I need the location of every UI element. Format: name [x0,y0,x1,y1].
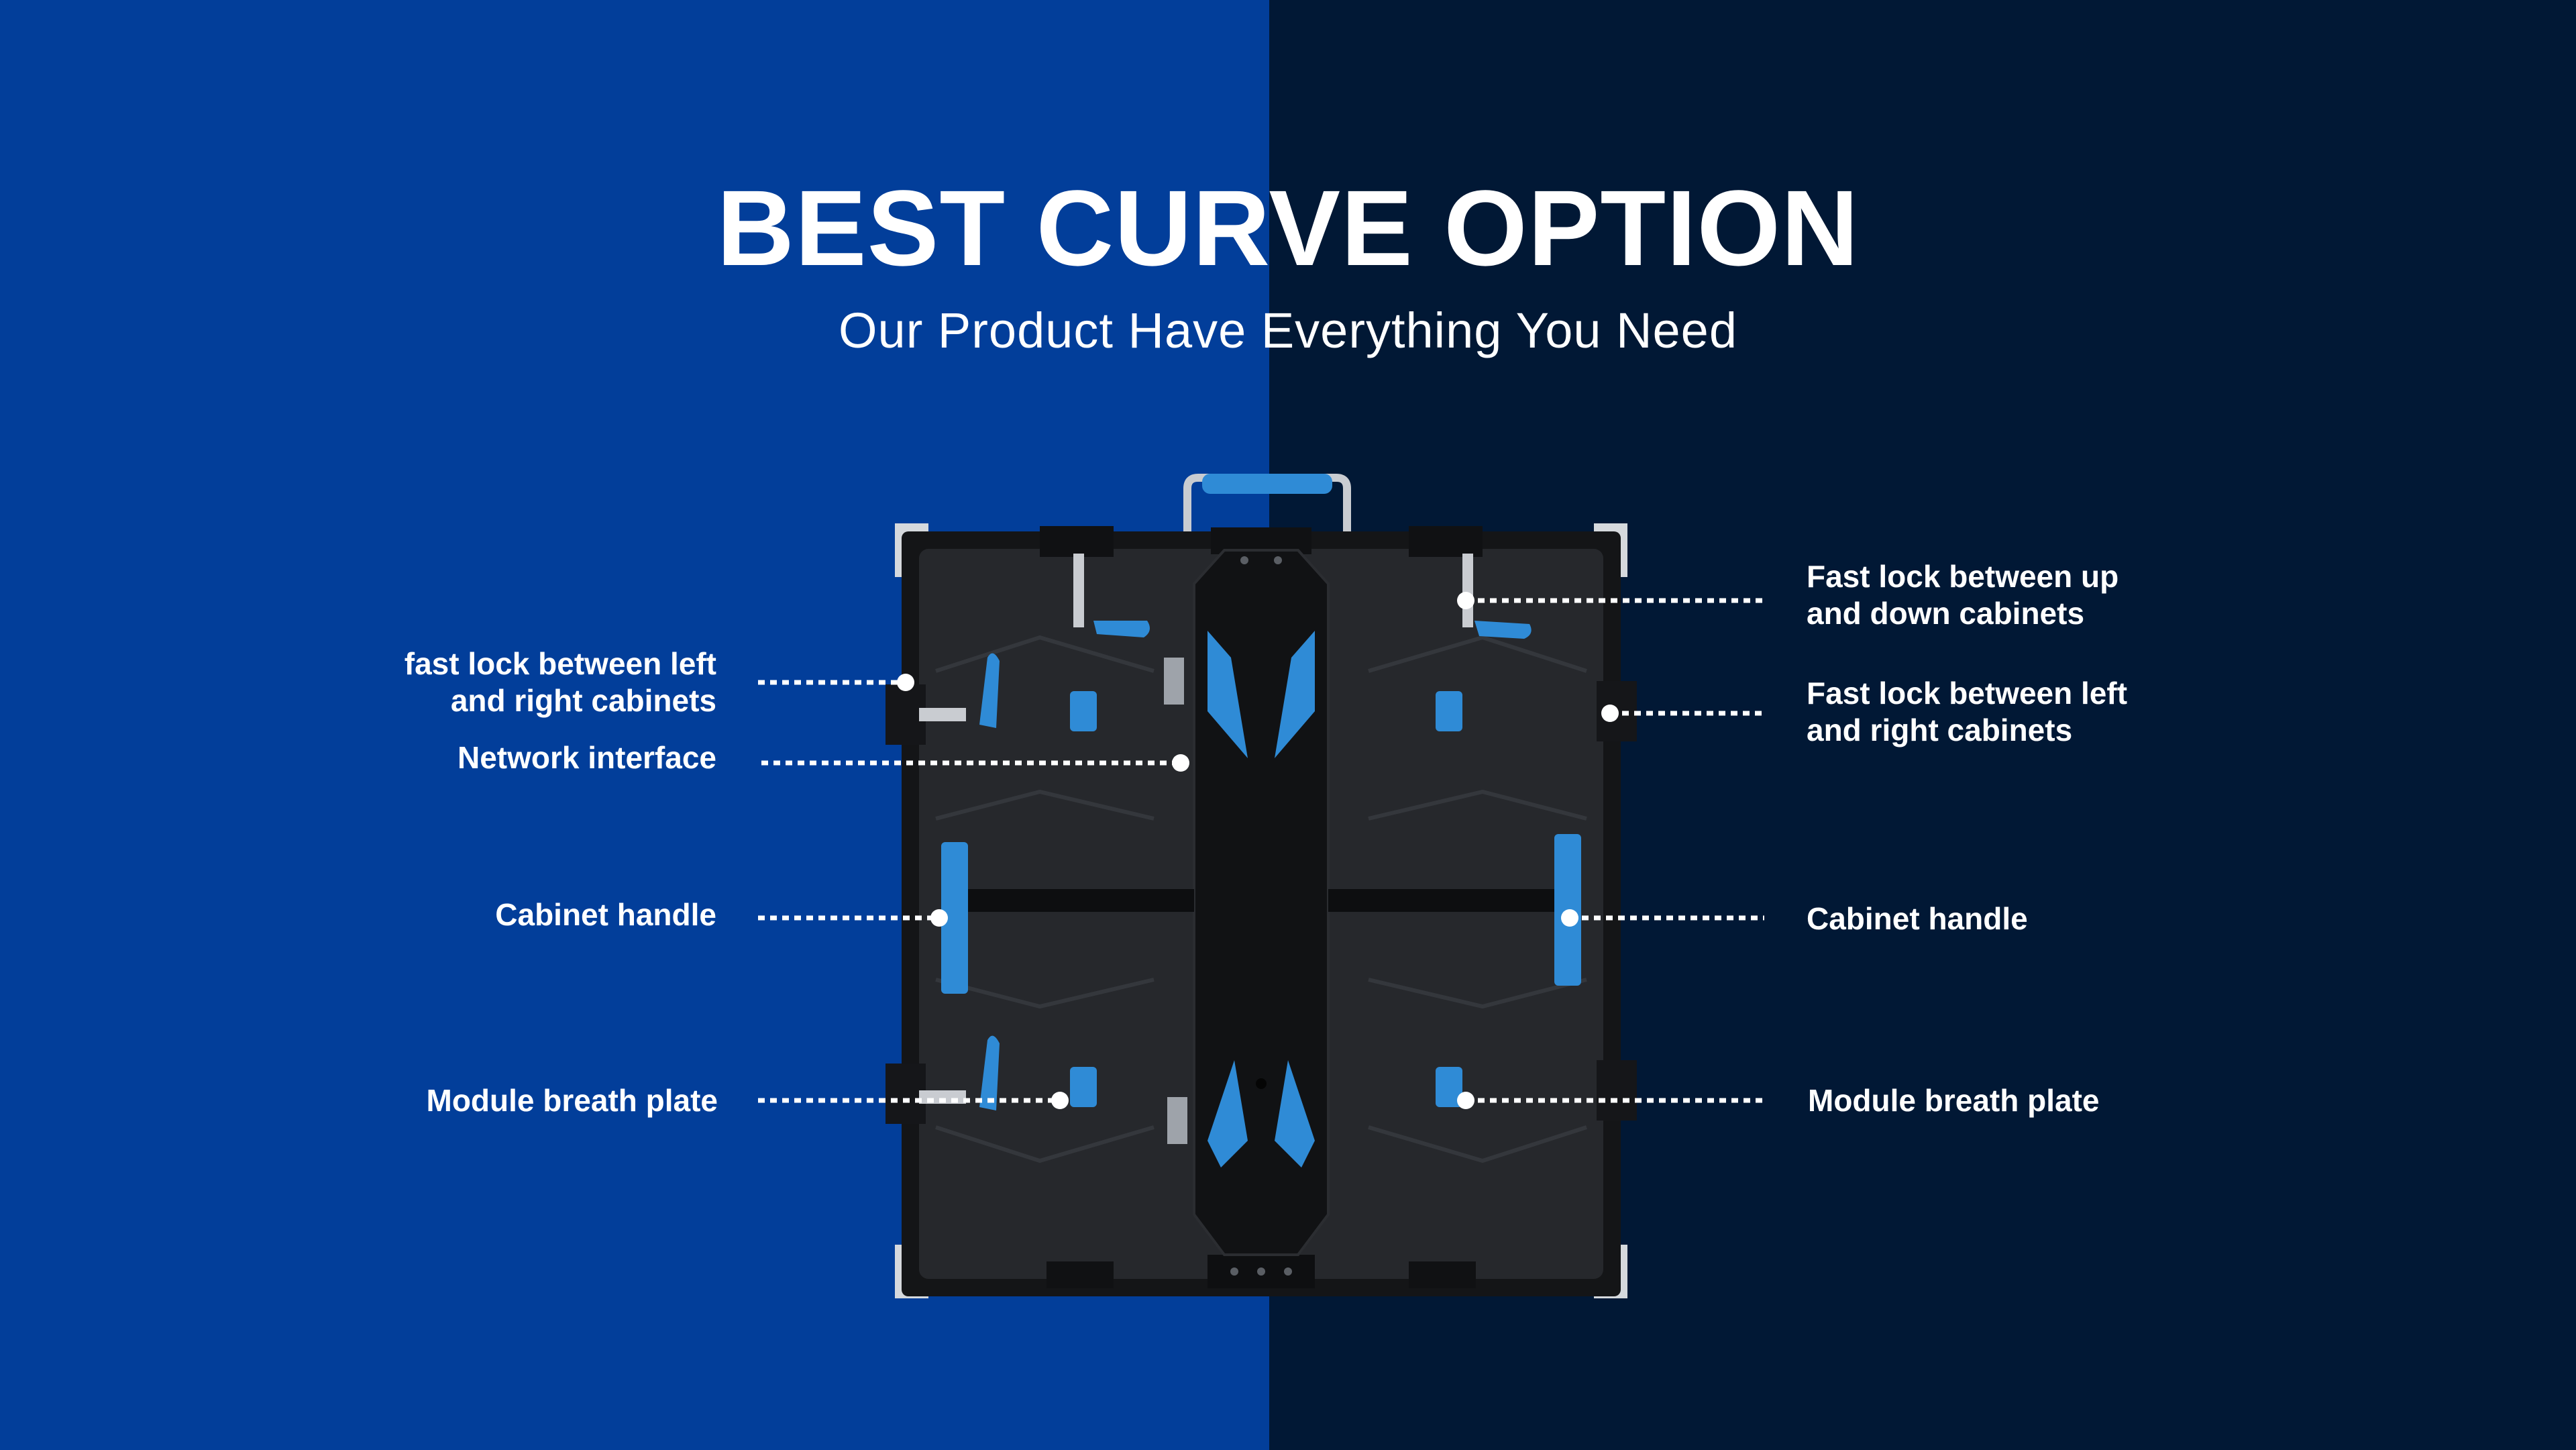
lever-top-left [1093,621,1150,637]
callout-label-right-handle: Cabinet handle [1807,901,2028,936]
cabinet-handle-left [941,842,968,994]
bottom-clamp-right [1409,1261,1476,1288]
page-subtitle: Our Product Have Everything You Need [839,303,1737,358]
page-title: BEST CURVE OPTION [716,168,1860,288]
callout-label-right-fast-lock: Fast lock between left and right cabinet… [1807,676,2128,747]
callout-label-right-breath: Module breath plate [1808,1083,2100,1118]
spine-accent-top-left [1208,631,1248,758]
network-interface-top [1164,658,1184,705]
spine-accent-bottom-left [1208,1060,1248,1168]
lever-top-right [1474,621,1532,639]
side-lock-right-bottom [1597,1060,1637,1121]
top-clamp-left [1040,526,1114,557]
side-lock-right-top [1597,681,1637,741]
breath-plate-clip-top-right [1436,691,1462,731]
lever-left-bottom [979,1035,1000,1110]
breath-plate-clip-bottom-right [1436,1067,1462,1107]
cabinet-handle-right [1554,834,1581,986]
breath-plate-clip-bottom-left [1070,1067,1097,1107]
callout-label-left-fast-lock: fast lock between left and right cabinet… [404,646,716,718]
breath-plate-clip-top-left [1070,691,1097,731]
vertical-lock-rod-right [1462,554,1473,627]
vertical-lock-rod-left [1073,554,1084,627]
bottom-clamp-left [1046,1261,1114,1288]
top-carry-handle-grip [1202,474,1332,494]
lever-left-top [979,653,1000,728]
top-clamp-right [1409,526,1483,557]
callout-label-right-updown: Fast lock between up and down cabinets [1807,559,2119,631]
handle-bar-left [946,889,1194,912]
lock-bolt-left-bottom [919,1090,966,1104]
led-cabinet-illustration [885,474,1637,1298]
callout-label-left-breath: Module breath plate [426,1083,718,1118]
callout-label-left-handle: Cabinet handle [495,897,716,932]
callout-label-left-network: Network interface [457,740,716,775]
spine-accent-bottom-right [1275,1060,1315,1168]
network-interface-bottom [1167,1097,1187,1144]
lock-bolt-left-top [919,708,966,721]
spine-accent-top-right [1275,631,1315,758]
spine-hole [1256,1078,1267,1089]
handle-bar-right [1328,889,1576,912]
